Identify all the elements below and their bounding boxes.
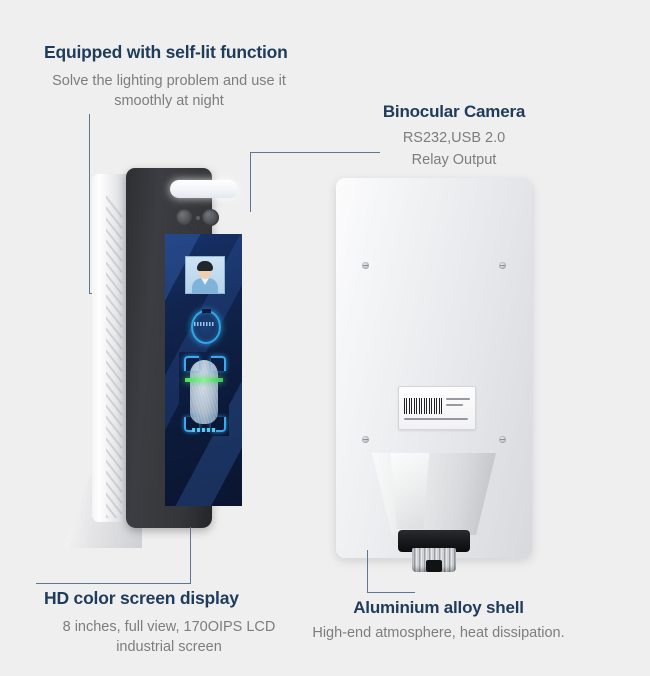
camera-lens-right-icon: [202, 209, 219, 226]
face-scan-graphic: [179, 352, 229, 436]
scan-bracket-top-right-icon: [211, 356, 226, 371]
leader-line-self-lit-vertical: [89, 114, 90, 294]
face-detect-ring-icon: [191, 309, 221, 344]
wall-mount-bracket: [372, 453, 496, 535]
callout-aluminium-shell-body: High-end atmosphere, heat dissipation.: [312, 625, 565, 641]
face-detect-ring-label: [194, 322, 214, 326]
leader-line-shell-horizontal: [367, 592, 415, 593]
leader-line-screen-vertical: [190, 527, 191, 584]
scan-line-indicator: [185, 378, 223, 382]
connector-opening: [426, 560, 442, 572]
callout-hd-screen-title: HD color screen display: [44, 588, 239, 608]
label-text-line-1: [446, 398, 470, 400]
scan-bracket-bottom-left-icon: [184, 417, 199, 432]
callout-hd-screen: HD color screen display 8 inches, full v…: [44, 588, 294, 657]
screw-bottom-right-icon: [499, 436, 506, 443]
scan-bracket-top-left-icon: [184, 356, 199, 371]
callout-self-lit-body: Solve the lighting problem and use it sm…: [52, 73, 286, 109]
label-text-line-3: [404, 418, 468, 420]
portrait-thumbnail: [185, 256, 225, 294]
scan-progress-bar: [192, 428, 216, 432]
callout-aluminium-shell-title: Aluminium alloy shell: [353, 598, 524, 617]
callout-aluminium-shell: Aluminium alloy shell High-end atmospher…: [306, 598, 571, 644]
connector-collar: [398, 530, 470, 552]
callout-hd-screen-body: 8 inches, full view, 170OIPS LCD industr…: [62, 619, 276, 655]
barcode-icon: [404, 398, 442, 414]
leader-line-camera-vertical: [250, 152, 251, 212]
callout-self-lit-title: Equipped with self-lit function: [44, 42, 288, 62]
leader-line-shell-vertical: [367, 550, 368, 593]
screw-bottom-left-icon: [362, 436, 369, 443]
callout-binocular-camera-title: Binocular Camera: [382, 102, 526, 121]
leader-line-screen-horizontal: [36, 583, 191, 584]
aluminium-side-panel: [92, 174, 132, 522]
scan-bracket-bottom-right-icon: [211, 417, 226, 432]
device-back-view: [336, 178, 532, 572]
self-lit-led-bar: [170, 180, 238, 198]
screw-top-right-icon: [499, 262, 506, 269]
label-text-line-2: [446, 404, 463, 406]
callout-binocular-camera-body-line1: RS232,USB 2.0: [402, 130, 506, 146]
leader-line-camera-horizontal: [250, 152, 380, 153]
device-front-view: [64, 168, 242, 548]
callout-binocular-camera: Binocular Camera RS232,USB 2.0 Relay Out…: [368, 102, 540, 170]
lcd-screen[interactable]: [165, 234, 242, 506]
screw-top-left-icon: [362, 262, 369, 269]
camera-lens-left-icon: [176, 209, 193, 226]
product-barcode-label: [398, 386, 476, 430]
device-front-bezel: [126, 168, 242, 528]
bracket-highlight: [390, 453, 430, 529]
sensor-dot-icon: [196, 216, 200, 220]
callout-self-lit: Equipped with self-lit function Solve th…: [44, 42, 294, 111]
callout-binocular-camera-body-line2: Relay Output: [411, 151, 497, 168]
